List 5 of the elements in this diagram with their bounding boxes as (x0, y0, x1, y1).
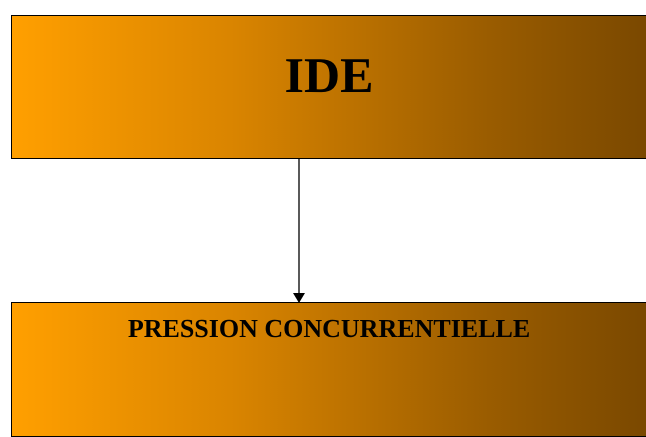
box-title: IDE (284, 48, 374, 102)
arrow (293, 159, 305, 303)
process-box (11, 15, 646, 159)
process-box (11, 302, 646, 437)
box-title: PRESSION CONCURRENTIELLE (128, 315, 530, 344)
